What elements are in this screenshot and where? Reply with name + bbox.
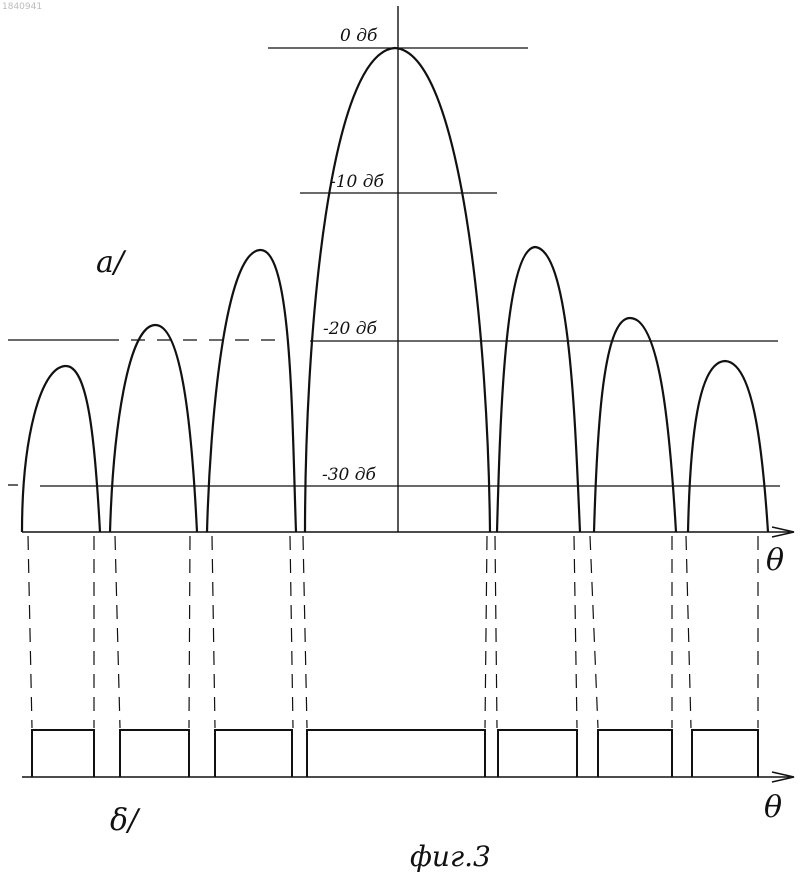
projection-line [485,536,487,728]
side-lobe-left-2 [110,325,197,532]
projection-line [212,536,215,728]
panel-label-b: δ/ [110,803,141,838]
pulse-rect [215,730,292,777]
projection-line [115,536,120,728]
pulse-rect [498,730,577,777]
side-lobe-left-1 [207,250,296,532]
panel-b: θ δ/ [22,730,794,838]
label-minus30db: -30 дб [322,465,377,485]
side-lobe-right-2 [594,318,676,532]
figure-caption: фиг.3 [410,840,491,873]
projection-line [590,536,598,728]
pulse-rect [32,730,94,777]
projection-line [189,536,190,728]
projection-line [574,536,577,728]
projection-line [686,536,691,728]
panel-label-a: а/ [96,245,127,280]
panel-a: 0 дб -10 дб -20 дб -30 дб θ а/ [8,6,794,578]
watermark-text: 1840941 [2,2,42,12]
projection-line [303,536,307,728]
pulse-rect-main [307,730,485,777]
label-0db: 0 дб [340,26,378,46]
theta-label-a: θ [766,543,784,578]
projection-line [495,536,497,728]
pulse-rect [692,730,758,777]
label-minus10db: -10 дб [330,172,385,192]
pulse-rect [120,730,189,777]
projection-lines [28,536,758,728]
pulse-rect [598,730,672,777]
projection-line [28,536,32,728]
theta-label-b: θ [764,790,782,825]
side-lobe-left-3 [22,366,100,532]
side-lobe-right-3 [688,361,768,532]
side-lobe-right-1 [497,247,580,532]
projection-line [290,536,293,728]
label-minus20db: -20 дб [323,319,378,339]
